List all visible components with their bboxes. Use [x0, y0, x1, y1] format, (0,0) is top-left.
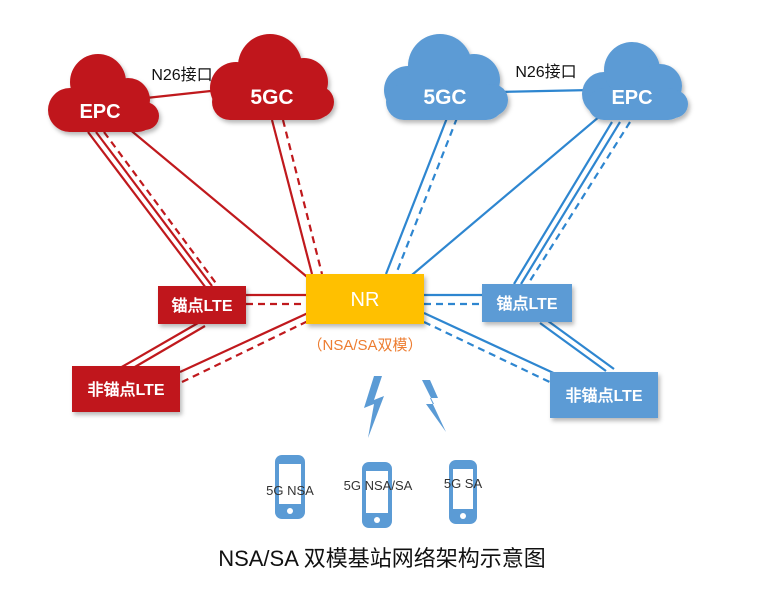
nr-label: NR — [351, 289, 380, 311]
link-5gc-nr-dashed — [394, 117, 459, 275]
link-5gc-nr-solid — [270, 119, 314, 275]
link-epc-nr — [405, 115, 601, 281]
left-non-anchor-lte-node — [72, 366, 180, 412]
link-epc-nr — [115, 117, 319, 287]
left-links — [87, 117, 324, 383]
right-links — [384, 115, 631, 387]
link-nonanchor-nr-solid — [179, 312, 309, 373]
link-anchor-nonanchor-2 — [547, 320, 615, 370]
link-epc-anchor-solid-2 — [95, 131, 213, 287]
terminal-label-sa: 5G SA — [444, 476, 483, 491]
right-n26-label: N26接口 — [515, 63, 576, 81]
link-epc-anchor-dashed — [527, 121, 631, 285]
terminal-label-nsa-sa: 5G NSA/SA — [344, 478, 413, 493]
n26-link-right — [497, 88, 593, 94]
link-nonanchor-anchor-2 — [127, 325, 206, 372]
left-non-anchor-lte-label: 非锚点LTE — [87, 380, 164, 399]
phone-icon — [275, 455, 305, 519]
left-anchor-lte-node — [158, 286, 246, 324]
cloud-icon — [210, 34, 334, 120]
link-nr-nonanchor-solid — [423, 312, 561, 377]
link-5gc-nr-solid — [384, 117, 449, 275]
left-n26-label: N26接口 — [151, 66, 212, 84]
link-nr-nonanchor-dashed — [423, 321, 559, 387]
link-anchor-nonanchor-1 — [539, 322, 607, 372]
right-non-anchor-lte-label: 非锚点LTE — [565, 386, 642, 405]
link-epc-anchor-solid-1 — [513, 121, 613, 285]
left-anchor-lte-label: 锚点LTE — [171, 296, 232, 315]
link-epc-anchor-solid-1 — [87, 131, 207, 289]
nr-node — [306, 274, 424, 324]
left-epc-label: EPC — [79, 101, 120, 123]
nr-sublabel: （NSA/SA双模） — [307, 337, 422, 354]
right-anchor-lte-label: 锚点LTE — [496, 294, 557, 313]
right-epc-label: EPC — [611, 87, 652, 109]
lightning-icon — [364, 376, 384, 438]
phone-icon — [449, 460, 477, 524]
phone-icon — [362, 462, 392, 528]
cloud-icon — [48, 54, 159, 132]
link-epc-anchor-dashed — [103, 131, 219, 287]
cloud-icon — [582, 42, 688, 120]
lightning-icon — [422, 380, 446, 432]
left-5gc-label: 5GC — [250, 86, 293, 109]
link-5gc-nr-dashed — [281, 119, 324, 275]
link-nonanchor-nr-dashed — [181, 320, 309, 383]
cloud-icon — [384, 34, 508, 120]
right-5gc-label: 5GC — [423, 86, 466, 109]
n26-link-left — [145, 88, 221, 100]
terminal-label-nsa: 5G NSA — [266, 483, 314, 498]
diagram-caption: NSA/SA 双模基站网络架构示意图 — [218, 546, 546, 571]
right-anchor-lte-node — [482, 284, 572, 322]
link-nonanchor-anchor-1 — [119, 322, 199, 369]
link-epc-anchor-solid-2 — [520, 121, 621, 285]
right-non-anchor-lte-node — [550, 372, 658, 418]
